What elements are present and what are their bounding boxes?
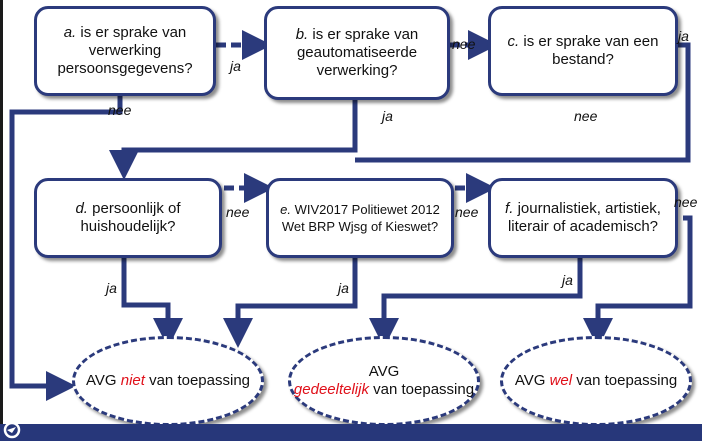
label-nee-f: nee <box>674 194 698 210</box>
box-d-prefix: d. <box>75 200 88 217</box>
left-border <box>0 0 3 424</box>
box-e-text: WIV2017 Politiewet 2012 Wet BRP Wjsg of … <box>281 202 440 234</box>
box-d-text: persoonlijk of huishoudelijk? <box>80 200 181 235</box>
box-c-prefix: c. <box>507 33 520 50</box>
label-ja-a-b: ja <box>230 58 241 74</box>
box-e-prefix: e. <box>280 202 291 217</box>
box-d: d. persoonlijk of huishoudelijk? <box>34 178 222 258</box>
outcome-gedeeltelijk: AVG gedeeltelijk van toepassing <box>288 336 480 426</box>
label-nee-e-f: nee <box>455 204 479 220</box>
label-nee-d-e: nee <box>226 204 250 220</box>
outcome-wel-post: van toepassing <box>576 372 678 389</box>
label-nee-a: nee <box>108 102 132 118</box>
box-b-text: is er sprake van geautomatiseerde verwer… <box>296 26 419 79</box>
arrow-f-gedeeltelijk <box>369 258 583 348</box>
outcome-wel: AVG wel van toepassing <box>500 336 692 426</box>
outcome-niet-highlight: niet <box>120 372 145 389</box>
box-b: b. is er sprake van geautomatiseerde ver… <box>264 6 450 100</box>
label-nee-c: nee <box>574 108 598 124</box>
arrow-c-row2 <box>355 42 691 163</box>
label-ja-e: ja <box>338 280 349 296</box>
outcome-niet-post: van toepassing <box>149 372 250 389</box>
label-nee-b-c: nee <box>452 36 476 52</box>
box-b-prefix: b. <box>295 26 309 43</box>
arrow-a-niet <box>9 96 123 401</box>
outcome-niet-pre: AVG <box>85 372 117 389</box>
label-ja-f: ja <box>562 272 573 288</box>
box-c: c. is er sprake van een bestand? <box>488 6 678 96</box>
box-a: a. is er sprake van verwerking persoonsg… <box>34 6 216 96</box>
box-e: e. WIV2017 Politiewet 2012 Wet BRP Wjsg … <box>266 178 454 258</box>
box-f-prefix: f. <box>505 200 514 217</box>
label-ja-d: ja <box>106 280 117 296</box>
footer-bar <box>0 424 702 441</box>
arrow-e-niet <box>223 258 358 348</box>
label-ja-c: ja <box>678 28 689 44</box>
outcome-wel-pre: AVG <box>514 372 546 389</box>
box-f-text: journalistiek, artistiek, literair of ac… <box>507 200 661 235</box>
box-c-text: is er sprake van een bestand? <box>523 33 659 68</box>
outcome-niet: AVG niet van toepassing <box>72 336 264 426</box>
arrow-f-wel <box>583 215 693 348</box>
arrow-b-d <box>109 100 358 180</box>
outcome-wel-highlight: wel <box>549 372 573 389</box>
label-ja-b: ja <box>382 108 393 124</box>
box-a-text: is er sprake van verwerking persoonsgege… <box>57 24 193 77</box>
outcome-gedeeltelijk-pre: AVG <box>368 363 400 380</box>
box-a-prefix: a. <box>63 24 77 41</box>
outcome-gedeeltelijk-post: van toepassing <box>373 381 475 398</box>
logo-icon <box>3 421 21 439</box>
arrow-d-niet <box>121 258 183 348</box>
outcome-gedeeltelijk-highlight: gedeeltelijk <box>293 381 369 398</box>
box-f: f. journalistiek, artistiek, literair of… <box>488 178 678 258</box>
